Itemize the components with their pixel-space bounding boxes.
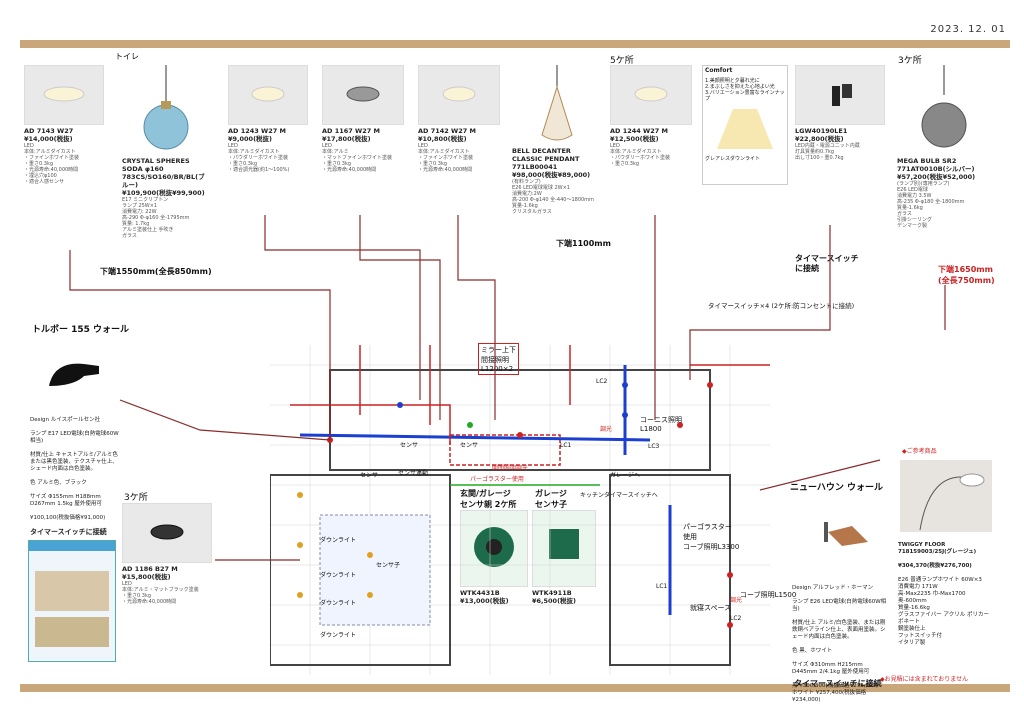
comfort-panel: Comfort 1.美顔照明と夕暮れ光に 2.まぶしさを抑えた心地よい光 3.バ…	[702, 65, 788, 185]
bottom-wood-bar	[20, 684, 1010, 692]
plan-label: キッチンタイマースイッチへ	[580, 492, 658, 499]
twiggy-spec: TWIGGY FLOOR 718159003/25J(グレージュ) ¥304,3…	[898, 542, 990, 646]
product-card: CRYSTAL SPHERES SODA φ160 783CS/SO160/BR…	[122, 65, 210, 245]
downlight-photo	[24, 65, 104, 125]
product-card: AD 7142 W27 M ¥10,800(税抜) LED 本体:アルミダイカス…	[418, 65, 500, 215]
tolbor-lamp-icon	[49, 363, 99, 386]
pendant2-height: 下端1100mm	[556, 239, 611, 248]
product-card: AD 7143 W27 ¥14,000(税抜) LED 本体:アルミダイカスト …	[24, 65, 104, 215]
glareless-panel	[28, 540, 116, 662]
study-label: 就寝スペース	[690, 604, 732, 612]
plan-label: LC1	[560, 442, 572, 449]
downlight-photo	[610, 65, 692, 125]
comfort-list: 1.美顔照明と夕暮れ光に 2.まぶしさを抑えた心地よい光 3.バリエーション豊富…	[705, 78, 785, 102]
sensor-card: WTK4911B ¥6,500(税抜)	[532, 510, 596, 650]
pendant-glass-photo	[122, 65, 210, 155]
plan-label: 調光	[600, 426, 613, 433]
product-card: LGW40190LE1 ¥22,800(税抜) LED内蔵・電源ユニット内蔵 灯…	[795, 65, 885, 220]
timer-switch-four: タイマースイッチ×4 (2ケ所:防コンセントに接続)	[708, 302, 855, 310]
tolbor-title: トルボー 155 ウォール	[32, 325, 130, 335]
pendant3-length: (全長750mm)	[938, 276, 995, 285]
section-ref: ◆ご参考商品	[902, 448, 937, 455]
plan-label: センサ	[360, 472, 379, 479]
top-wood-bar	[20, 40, 1010, 48]
plan-label: LC2	[730, 615, 742, 622]
timer-switch-label: タイマースイッチ	[795, 254, 859, 263]
plan-label: 調光	[730, 597, 743, 604]
twiggy-photo	[900, 460, 992, 532]
plan-label: パーゴラスター使用	[470, 476, 524, 483]
section-three-top: 3ケ所	[898, 56, 922, 66]
document-date: 2023. 12. 01	[930, 24, 1006, 35]
newhaven-timer: タイマースイッチに接続	[794, 679, 882, 688]
spotlight-photo	[795, 65, 885, 125]
section-three-left: 3ケ所	[124, 493, 148, 503]
downlight-photo	[418, 65, 500, 125]
section-five: 5ケ所	[610, 56, 634, 66]
floor-plan	[270, 345, 770, 675]
plan-label: LC2	[596, 378, 608, 385]
plan-label: ダウンライト	[320, 537, 357, 544]
mega-bulb-photo	[897, 65, 992, 155]
cove-label-vert: コーブ照明L1500	[740, 591, 797, 599]
plan-label: センサ子	[376, 562, 401, 569]
sensor-photo	[532, 510, 596, 587]
sensor-card: WTK4431B ¥13,000(税抜)	[460, 510, 528, 650]
plan-label: ガレージへ	[610, 472, 640, 479]
product-card: AD 1243 W27 M ¥9,000(税抜) LED 本体:アルミダイカスト…	[228, 65, 308, 215]
comfort-diagram	[717, 109, 773, 149]
product-card: AD 1244 W27 M ¥12,500(税抜) LED 本体:アルミダイカス…	[610, 65, 692, 215]
plan-label: センサ連動	[398, 470, 429, 477]
newhaven-title: ニューハウン ウォール	[790, 483, 883, 493]
downlight-photo	[122, 503, 212, 563]
downlight-photo	[322, 65, 404, 125]
pendant-crystal-photo	[512, 65, 602, 145]
product-card: MEGA BULB SR2 771AT0010B(シルバー) ¥57,200(税…	[897, 65, 992, 265]
genkan-sensor-label: 玄関/ガレージ センサ親 2ケ所	[460, 489, 517, 509]
plan-label: LC1	[656, 583, 668, 590]
tolbor-spec: Design ルイスポールセン社 ランプ E17 LED電球(白熱電球60W相当…	[30, 417, 119, 536]
cornice-label: コーニス照明 L1800	[640, 416, 682, 433]
plan-label: ダウンライト	[320, 600, 357, 607]
timer-switch-connect: に接続	[795, 264, 819, 273]
product-card: BELL DECANTER CLASSIC PENDANT 771LB00041…	[512, 65, 602, 235]
pendant1-height: 下端1550mm(全長850mm)	[100, 267, 212, 276]
plan-label: センサ	[460, 442, 479, 449]
downlight-photo	[228, 65, 308, 125]
plan-label: センサ	[400, 442, 419, 449]
plan-label: ダウンライト	[320, 572, 357, 579]
cove-label: パーゴラスター 使用 コーブ照明L3300	[683, 523, 740, 551]
sensor-photo	[460, 510, 528, 587]
plan-label: LC3	[648, 443, 660, 450]
product-card: AD 1167 W27 M ¥17,800(税抜) LED 本体:アルミ ・マッ…	[322, 65, 404, 215]
newhaven-lamp-icon	[824, 522, 868, 546]
plan-label: 開閉照明調光	[492, 465, 529, 472]
plan-label: ダウンライト	[320, 632, 357, 639]
garage-sensor-label: ガレージ センサ子	[535, 489, 567, 509]
pendant3-height: 下端1650mm	[938, 265, 993, 274]
product-card: AD 1186 B27 M ¥15,800(税抜) LED 本体:アルミ・マット…	[122, 503, 212, 653]
newhaven-spec: Design アルフレッド・ホーマン ランプ E26 LED電球(白熱電球60W…	[792, 585, 887, 703]
section-toilet: トイレ	[115, 52, 139, 61]
section-note: ◆お見積には含まれておりません	[880, 676, 969, 683]
